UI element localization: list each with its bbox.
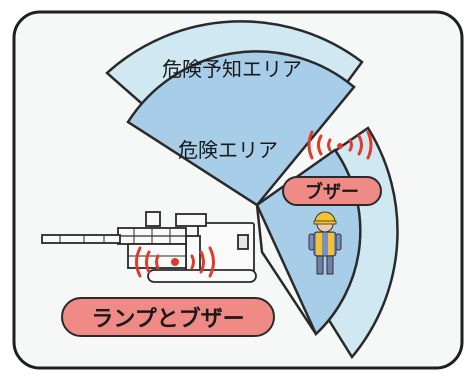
worker-zone-edge — [255, 204, 318, 335]
warning-zone-label: 危険予知エリア — [162, 57, 302, 81]
danger-zone-label: 危険エリア — [178, 138, 278, 162]
worker-buzzer-callout — [282, 176, 382, 206]
worker-buzzer-label: ブザー — [305, 181, 359, 203]
machine-lamp-buzzer-callout — [61, 297, 275, 337]
machine-zones — [105, 20, 364, 207]
danger-zone — [126, 50, 356, 207]
worker-signal-icon — [307, 130, 373, 160]
machine-lamp-buzzer-label: ランプとブザー — [91, 306, 244, 332]
machine-signal-icon — [135, 246, 215, 278]
worker-icon — [308, 211, 342, 275]
